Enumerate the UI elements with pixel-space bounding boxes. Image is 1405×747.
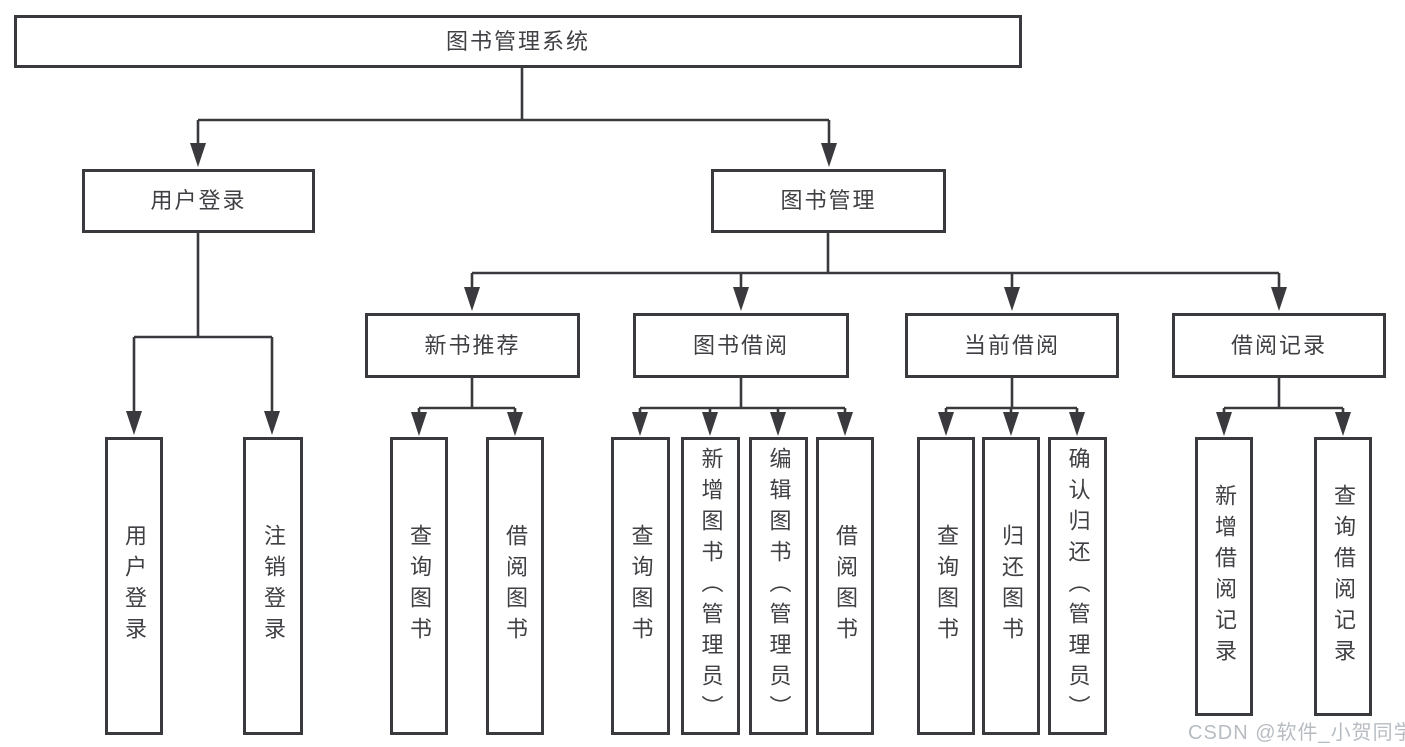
node-add-book-admin: 新增图书（管理员） — [681, 437, 740, 735]
csdn-watermark: CSDN @软件_小贺同学 — [1188, 722, 1405, 744]
node-return-book: 归还图书 — [982, 437, 1040, 735]
node-confirm-return-admin: 确认归还（管理员） — [1048, 437, 1107, 735]
node-book-borrowing: 图书借阅 — [633, 313, 849, 378]
node-add-borrow-record: 新增借阅记录 — [1195, 437, 1253, 716]
node-new-book-recommend: 新书推荐 — [365, 313, 580, 378]
node-query-borrow-record: 查询借阅记录 — [1314, 437, 1372, 716]
arrowheads — [126, 143, 1351, 436]
node-user-login: 用户登录 — [105, 437, 163, 735]
node-query-books-current: 查询图书 — [917, 437, 975, 735]
node-borrow-books-recommend: 借阅图书 — [486, 437, 544, 735]
node-query-books-recommend: 查询图书 — [390, 437, 448, 735]
node-current-borrowing: 当前借阅 — [905, 313, 1119, 378]
node-borrow-books: 借阅图书 — [816, 437, 874, 735]
node-user-login-group: 用户登录 — [82, 169, 315, 233]
node-library-management-system: 图书管理系统 — [14, 15, 1022, 68]
node-edit-book-admin: 编辑图书（管理员） — [749, 437, 808, 735]
node-borrowing-records: 借阅记录 — [1172, 313, 1386, 378]
connector-shafts — [132, 68, 1345, 414]
node-book-management: 图书管理 — [711, 169, 946, 233]
node-query-books-borrow: 查询图书 — [611, 437, 670, 735]
node-logout: 注销登录 — [243, 437, 303, 735]
